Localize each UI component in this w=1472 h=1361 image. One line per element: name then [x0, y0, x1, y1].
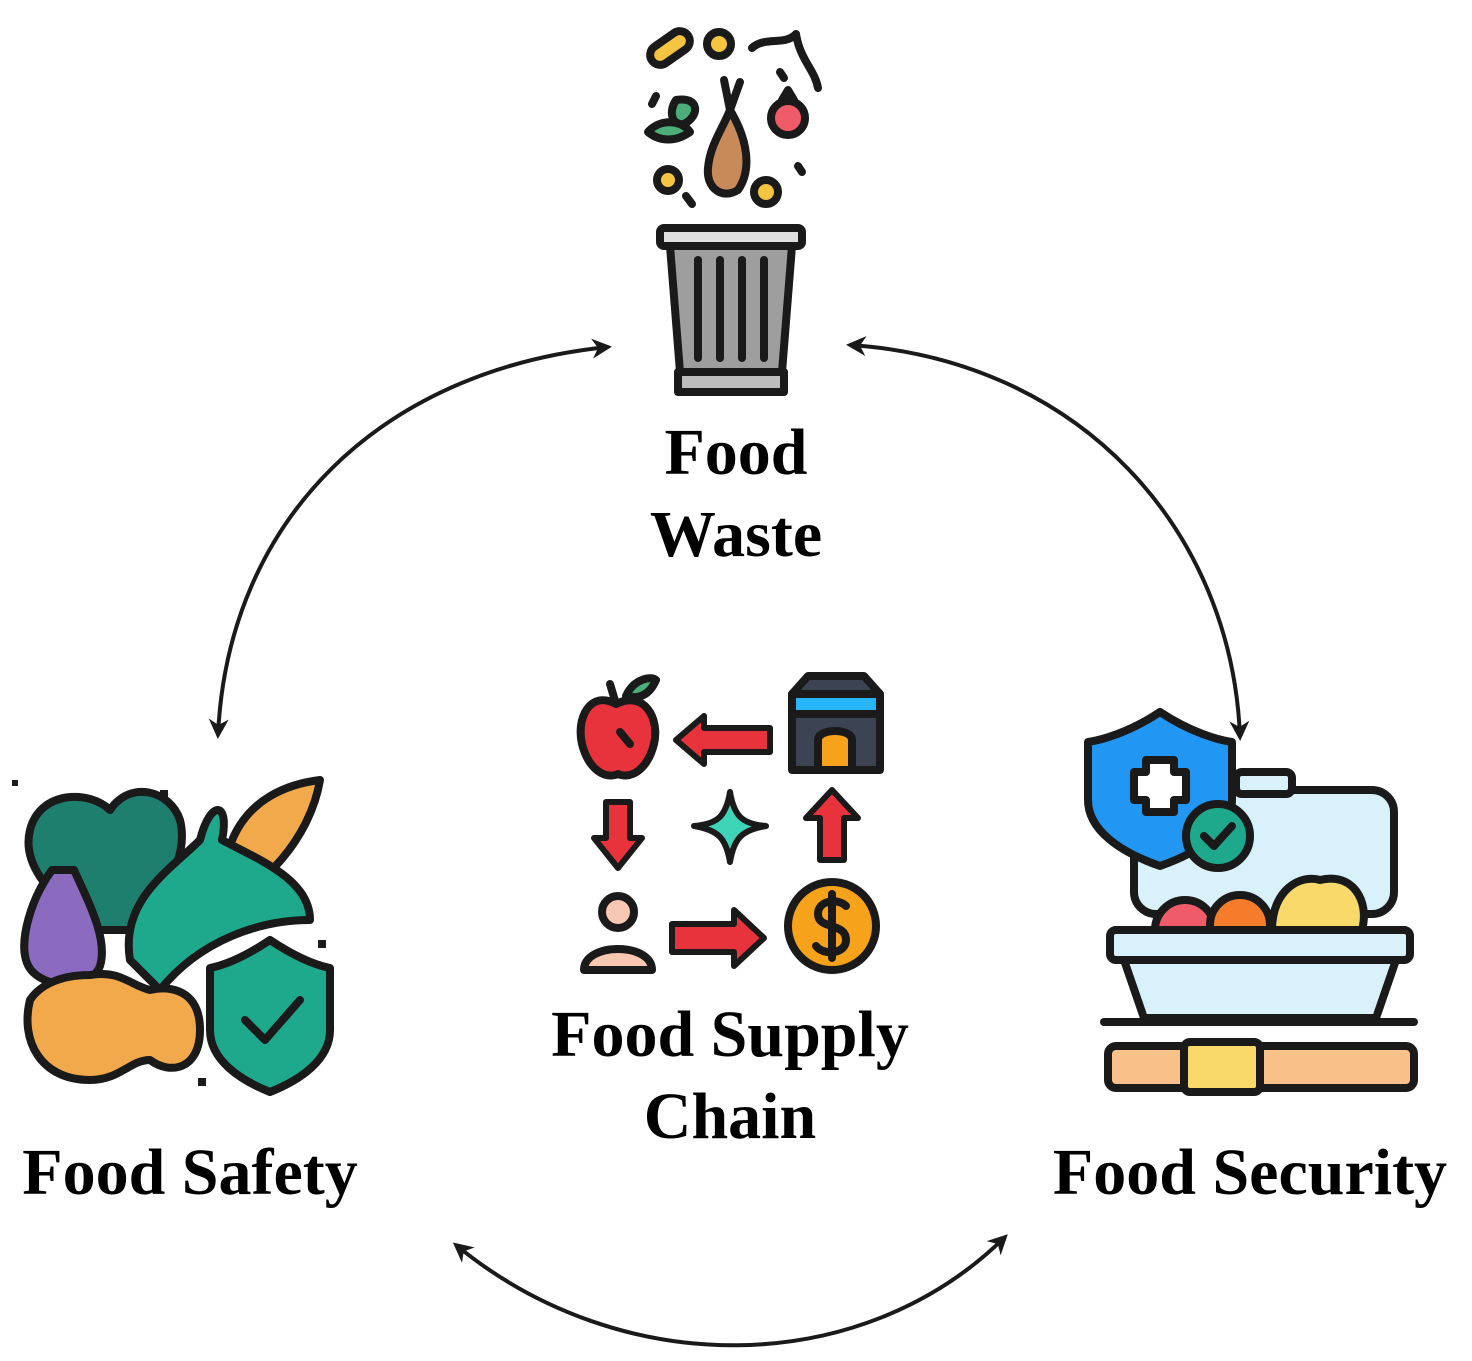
food-waste-bin-icon	[644, 27, 822, 396]
food-supply-chain-label-line2: Chain	[643, 1080, 817, 1153]
supply-arrows	[591, 713, 861, 969]
sparkle-icon	[691, 789, 769, 865]
food-supply-chain-label-line1: Food Supply	[551, 998, 909, 1071]
food-safety-produce-shield-icon	[12, 776, 334, 1096]
food-supply-chain-label: Food Supply Chain	[480, 994, 980, 1158]
store-icon	[788, 672, 884, 774]
food-safety-label: Food Safety	[22, 1136, 358, 1209]
food-security-lunchbox-shield-icon	[1084, 708, 1418, 1096]
arrow-waste-security	[846, 336, 1250, 741]
arrow-waste-safety	[208, 338, 612, 739]
consumer-icon	[580, 892, 656, 974]
food-waste-label-line1: Food	[664, 416, 808, 489]
food-waste-label: Food Waste	[536, 412, 936, 576]
apple-icon	[576, 674, 660, 780]
arrow-safety-security	[452, 1234, 1008, 1348]
supply-chain-cycle-icon	[576, 672, 884, 974]
food-security-label: Food Security	[1052, 1136, 1448, 1209]
coin-icon	[784, 878, 880, 974]
food-waste-label-line2: Waste	[649, 498, 823, 571]
